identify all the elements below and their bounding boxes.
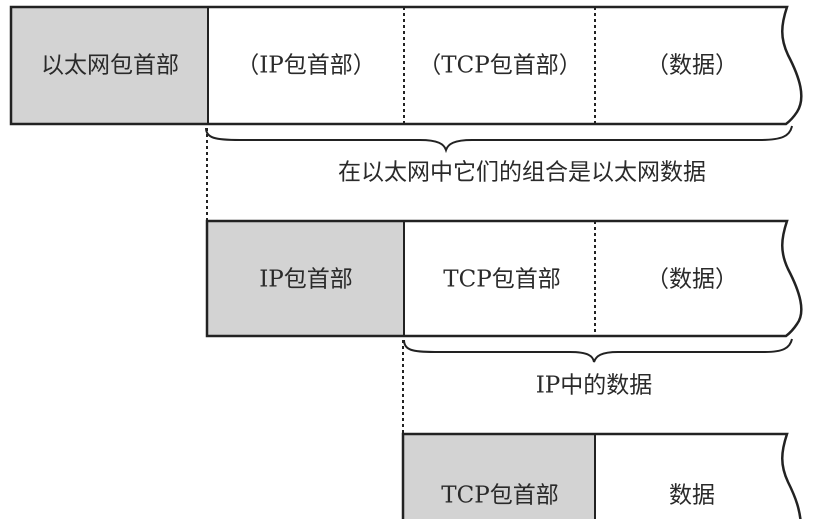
- ethernet-frame-outline: [9, 5, 803, 126]
- ethernet-data-caption: 在以太网中它们的组合是以太网数据: [338, 159, 706, 186]
- tcp-header-paren-label: （TCP包首部）: [418, 52, 582, 79]
- tcp-header-label-row3: TCP包首部: [441, 482, 559, 509]
- ip-packet-box: [205, 219, 803, 338]
- ethernet-frame-box: [9, 5, 803, 126]
- ip-header-paren-label: （IP包首部）: [236, 52, 376, 79]
- ethernet-header-label: 以太网包首部: [41, 52, 179, 79]
- ip-header-label: IP包首部: [259, 266, 353, 293]
- data-label-row3: 数据: [669, 482, 715, 509]
- tcp-header-label-row2: TCP包首部: [443, 266, 561, 293]
- tcp-header-cell: [403, 434, 595, 519]
- ethernet-header-cell: [11, 7, 208, 124]
- data-paren-label-row2: （数据）: [646, 266, 738, 293]
- tcp-segment-outline: [401, 432, 802, 519]
- tcp-segment-box: [401, 432, 802, 519]
- ip-header-cell: [207, 221, 404, 336]
- ip-data-caption: IP中的数据: [535, 372, 653, 399]
- ethernet-data-brace: [205, 125, 793, 154]
- ip-packet-outline: [205, 219, 803, 338]
- data-paren-label: （数据）: [646, 52, 738, 79]
- ip-data-brace: [403, 338, 793, 363]
